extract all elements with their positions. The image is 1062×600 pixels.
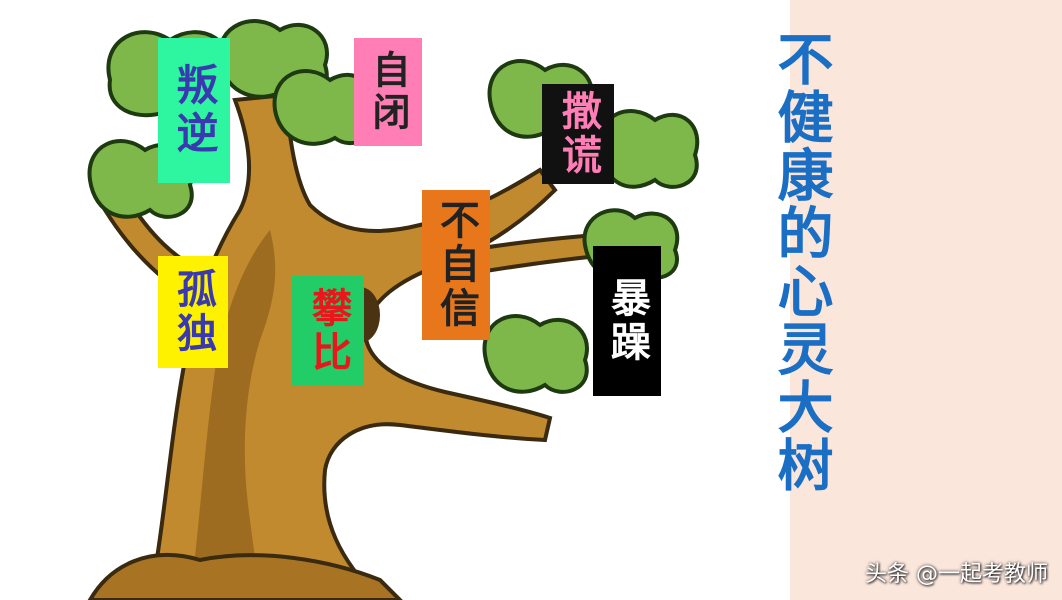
label-comparison-text: 攀比 xyxy=(305,287,351,375)
trunk-shade xyxy=(190,230,276,600)
leaf xyxy=(597,109,700,189)
label-rebellion: 叛逆 xyxy=(158,38,230,183)
label-lonely: 孤独 xyxy=(158,256,228,368)
leaves xyxy=(87,19,700,394)
right-background-panel xyxy=(790,0,1062,600)
label-rebellion-text: 叛逆 xyxy=(170,62,219,159)
page-title: 不健康的心灵大树 xyxy=(765,30,835,510)
leaf xyxy=(482,314,589,394)
label-comparison: 攀比 xyxy=(292,276,364,386)
label-autism-text: 自闭 xyxy=(366,50,410,134)
label-autism: 自闭 xyxy=(354,38,422,146)
label-insecure-text: 不自信 xyxy=(433,199,479,331)
page-title-text: 不健康的心灵大树 xyxy=(768,30,833,494)
tree-root xyxy=(87,553,403,600)
label-irritable: 暴躁 xyxy=(593,246,661,396)
label-insecure: 不自信 xyxy=(422,190,490,340)
label-lying: 撒谎 xyxy=(542,84,614,184)
label-irritable-text: 暴躁 xyxy=(604,277,650,365)
watermark: 头条 @一起考教师 xyxy=(865,562,1048,587)
label-lonely-text: 孤独 xyxy=(170,268,216,356)
label-lying-text: 撒谎 xyxy=(555,90,601,178)
